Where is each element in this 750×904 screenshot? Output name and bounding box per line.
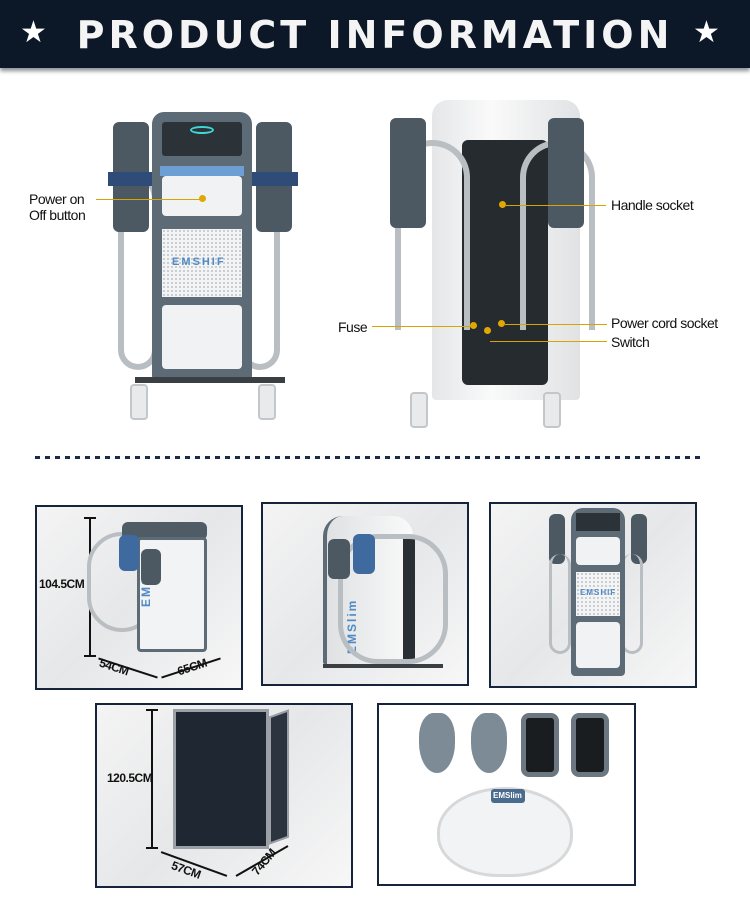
depth-dimension: 57CM [169, 858, 203, 882]
height-dimension: 104.5CM [39, 577, 85, 591]
switch-label: Switch [611, 334, 650, 350]
brand-logo: EMSHIF [580, 588, 617, 597]
handle-socket-label: Handle socket [611, 197, 694, 213]
star-icon: ★ [693, 16, 720, 49]
handle-applicator [571, 713, 609, 777]
handle-applicator [521, 713, 559, 777]
depth-dimension: 54CM [97, 655, 131, 679]
power-button-label: Power on [29, 191, 85, 207]
height-dimension: 120.5CM [107, 771, 153, 785]
header-banner: ★ PRODUCT INFORMATION ★ [0, 0, 750, 68]
power-cord-socket-label: Power cord socket [611, 315, 718, 331]
flight-case-dimensions: 120.5CM 57CM 74CM [95, 703, 353, 888]
dotted-divider [35, 456, 700, 459]
star-icon: ★ [20, 16, 47, 49]
brand-logo: EMSHIF [172, 256, 226, 268]
page-title: PRODUCT INFORMATION [76, 13, 674, 57]
front-view-image: EMSHIF [489, 502, 697, 688]
fuse-label: Fuse [338, 319, 368, 335]
width-dimension: 65CM [175, 655, 209, 679]
handle-applicator [419, 713, 455, 773]
angle-view-dimensions: 104.5CM EMSlim 54CM 65CM [35, 505, 243, 690]
accessories-image: EMSlim [377, 703, 636, 886]
brand-logo: EMSlim [493, 791, 522, 800]
handle-applicator [471, 713, 507, 773]
power-button-label: Off button [29, 207, 86, 223]
width-dimension: 74CM [248, 846, 280, 878]
side-view-image: EMSlim [261, 502, 469, 686]
